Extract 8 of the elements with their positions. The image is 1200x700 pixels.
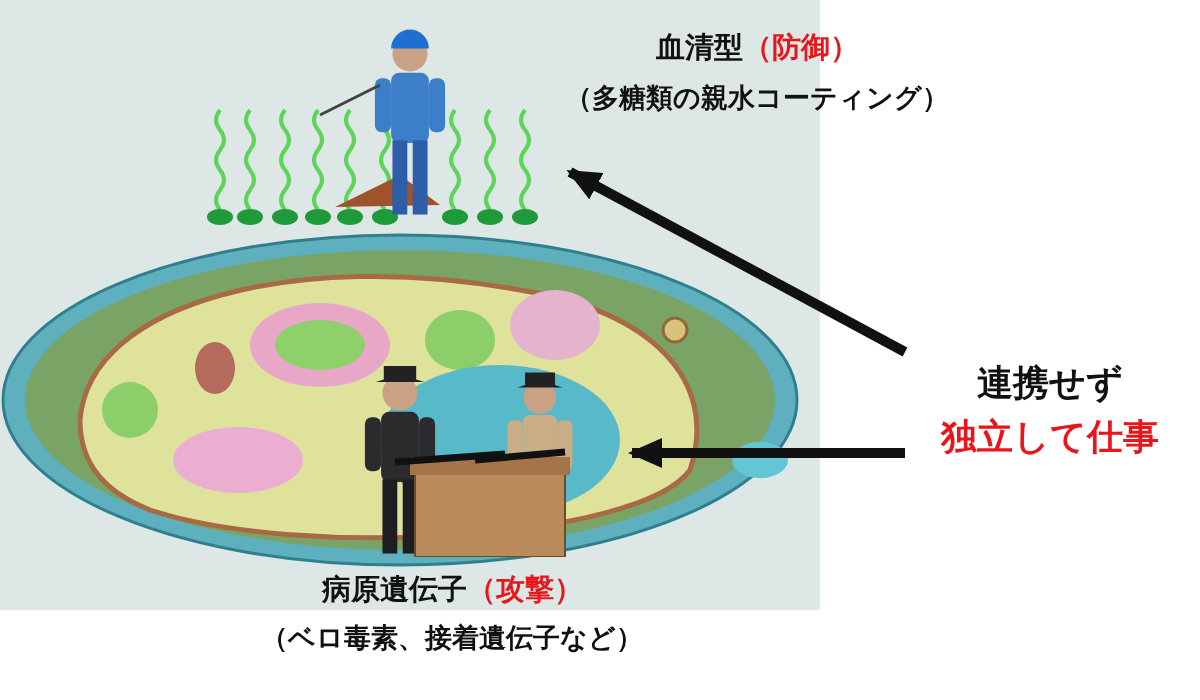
note-text: 独立して仕事 <box>941 417 1159 457</box>
arrow <box>628 438 905 468</box>
caption-text: （ベロ毒素、接着遺伝子など） <box>261 622 643 655</box>
caption-text: 病原遺伝子（攻撃） <box>321 572 583 607</box>
caption-text: 血清型（防御） <box>655 30 859 65</box>
caption-text: （多糖類の親水コーティング） <box>565 82 949 115</box>
arrow <box>566 167 908 357</box>
note-text: 連携せず <box>977 363 1123 403</box>
